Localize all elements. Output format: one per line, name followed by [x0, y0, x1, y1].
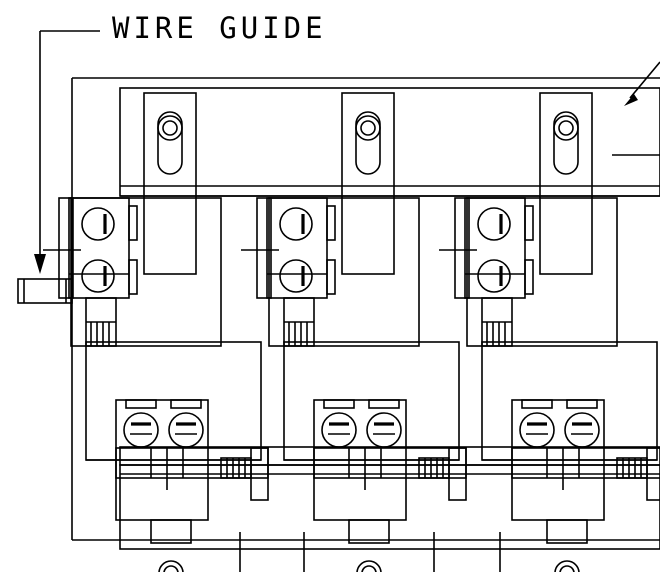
terminal-module-2 — [239, 91, 468, 572]
outer-frame — [71, 77, 660, 541]
wire-guide-label: WIRE GUIDE — [112, 11, 327, 45]
wire-guide-leader — [34, 30, 100, 274]
terminal-module-3 — [437, 91, 660, 572]
upper-mounting-plate — [119, 87, 660, 197]
top-right-leader-arrow — [624, 61, 660, 106]
terminal-module-1 — [41, 91, 270, 572]
wire-guide-block — [17, 278, 73, 304]
bottom-mounting-rail — [119, 446, 660, 572]
